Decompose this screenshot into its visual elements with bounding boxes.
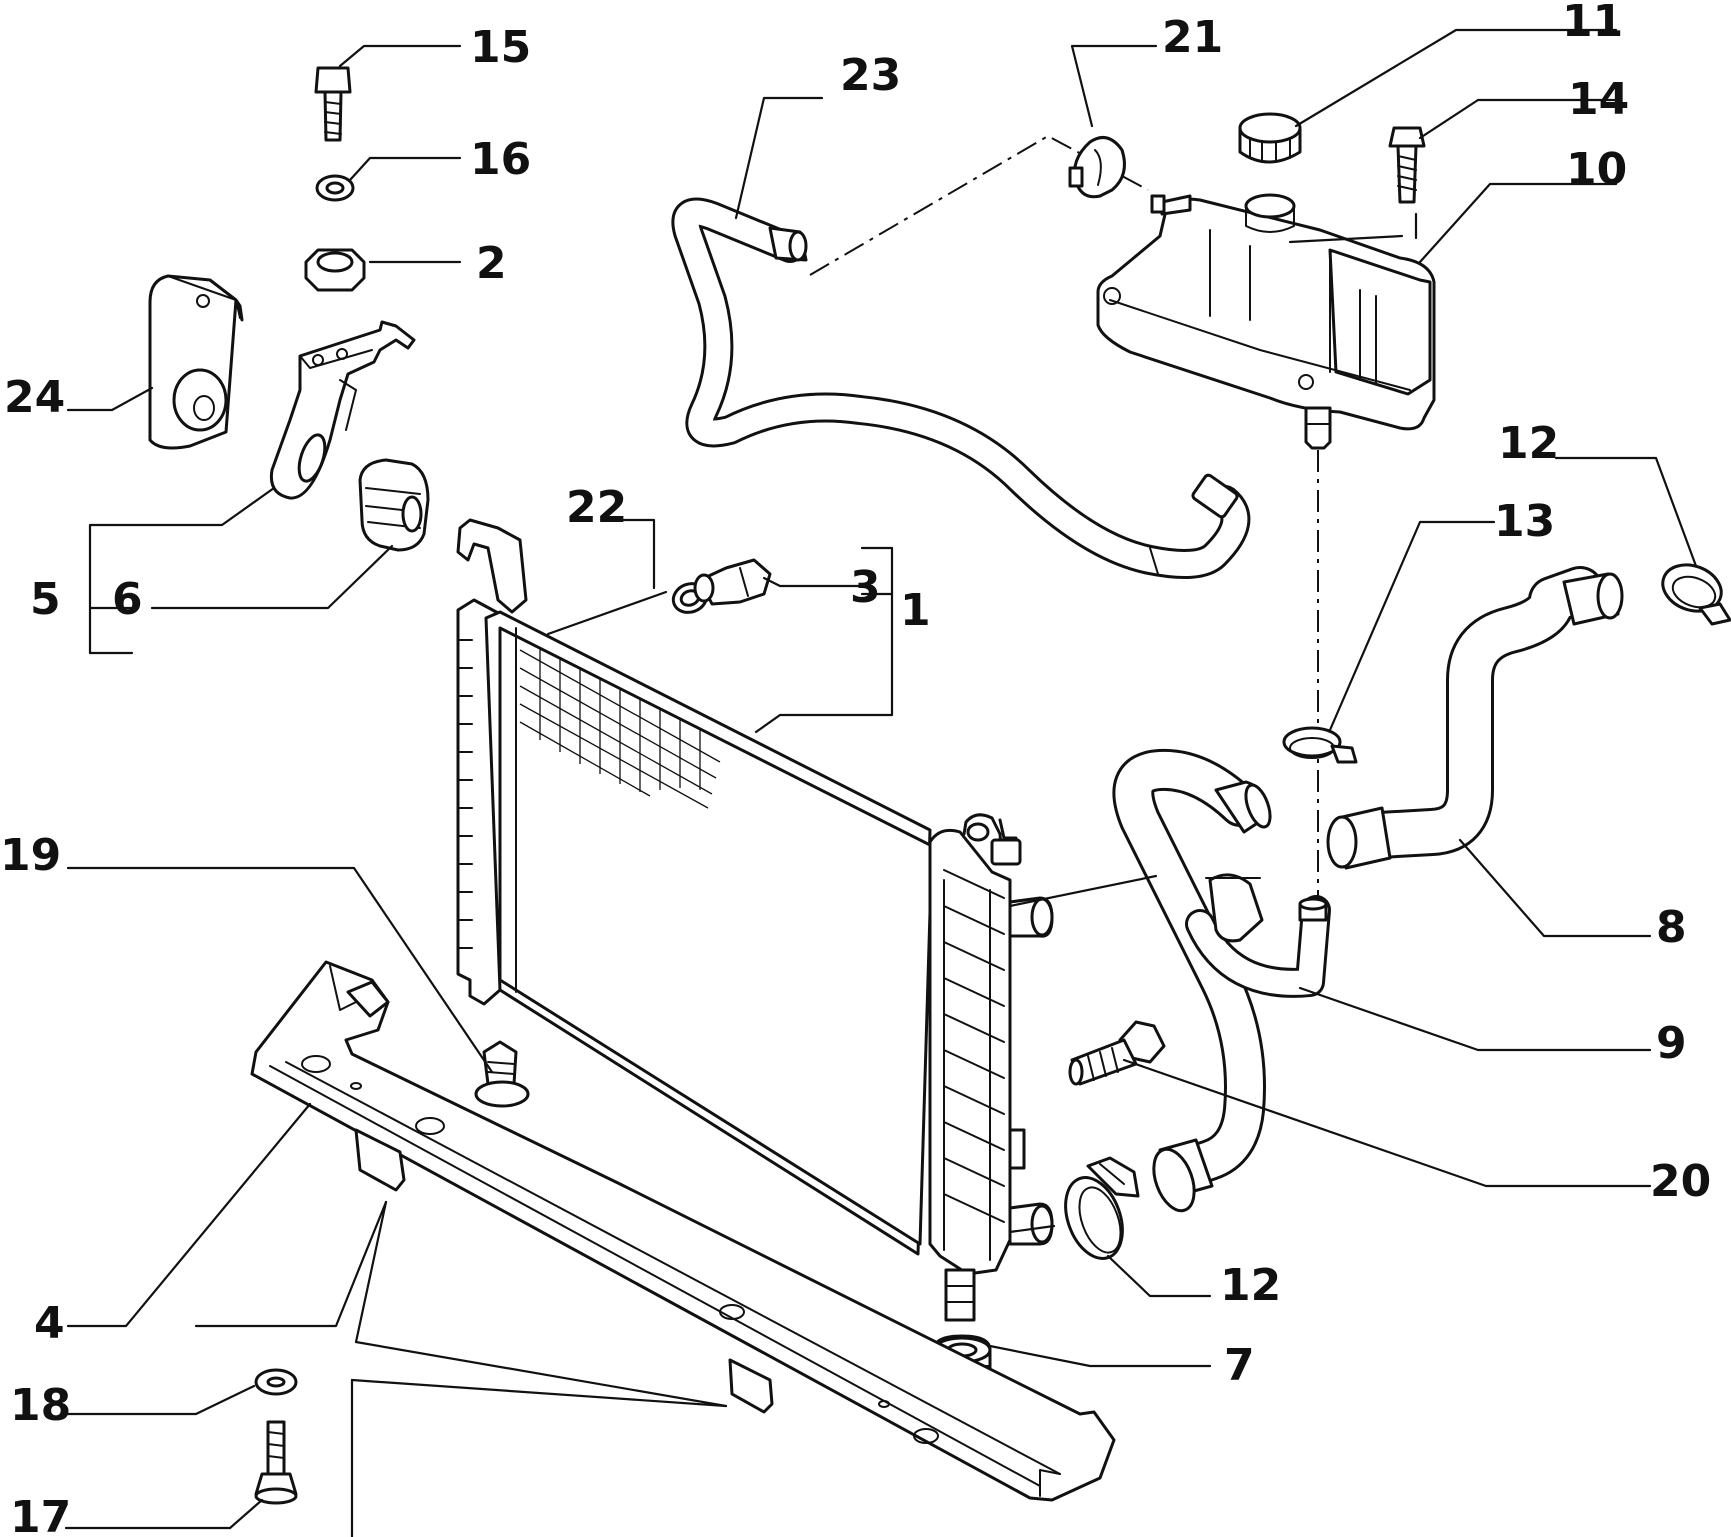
leader-lines bbox=[64, 28, 1698, 1537]
part-bracket-assembly bbox=[269, 320, 416, 500]
part-tank-cap bbox=[1238, 112, 1302, 164]
part-expansion-tank bbox=[1096, 193, 1436, 450]
callout-12-bottom: 12 bbox=[1220, 1260, 1281, 1311]
callout-4: 4 bbox=[34, 1298, 65, 1349]
callout-17: 17 bbox=[10, 1492, 71, 1537]
part-hose-clamp-top bbox=[1661, 563, 1731, 626]
callout-15: 15 bbox=[470, 22, 531, 73]
callout-3: 3 bbox=[850, 562, 881, 613]
callout-16: 16 bbox=[470, 134, 531, 185]
callout-1: 1 bbox=[900, 585, 931, 636]
part-washer-bottom bbox=[254, 1368, 298, 1396]
callout-7: 7 bbox=[1224, 1340, 1255, 1391]
callout-11: 11 bbox=[1562, 0, 1623, 47]
callout-2: 2 bbox=[476, 238, 507, 289]
callout-21: 21 bbox=[1162, 12, 1223, 63]
callout-8: 8 bbox=[1656, 902, 1687, 953]
part-push-pin bbox=[474, 1040, 530, 1108]
callout-12-top: 12 bbox=[1498, 418, 1559, 469]
part-washer-top bbox=[315, 174, 355, 202]
callout-20: 20 bbox=[1650, 1156, 1711, 1207]
part-tank-screw bbox=[1388, 126, 1426, 204]
callout-9: 9 bbox=[1656, 1018, 1687, 1069]
part-side-bracket bbox=[148, 274, 244, 450]
part-nut bbox=[304, 248, 366, 292]
callout-23: 23 bbox=[840, 50, 901, 101]
part-small-clamp bbox=[1282, 726, 1358, 764]
part-radiator bbox=[456, 518, 1054, 1322]
callout-18: 18 bbox=[10, 1380, 71, 1431]
callout-22: 22 bbox=[566, 482, 627, 533]
callout-19: 19 bbox=[0, 830, 61, 881]
part-side-bolt bbox=[1068, 1020, 1166, 1086]
callout-10: 10 bbox=[1566, 144, 1627, 195]
part-lower-crossmember bbox=[250, 960, 1116, 1502]
callout-24: 24 bbox=[4, 372, 65, 423]
callout-13: 13 bbox=[1494, 496, 1555, 547]
part-drain-plug bbox=[693, 558, 772, 606]
part-bleed-hose bbox=[671, 197, 1251, 579]
part-rubber-mount bbox=[358, 458, 430, 552]
callout-5: 5 bbox=[30, 574, 61, 625]
part-upper-hose bbox=[1326, 566, 1624, 870]
part-bottom-bolt bbox=[254, 1420, 298, 1505]
part-lower-hose bbox=[1112, 748, 1331, 1213]
callout-6: 6 bbox=[112, 574, 143, 625]
part-hose-clamp-bottom bbox=[1064, 1156, 1140, 1260]
callout-14: 14 bbox=[1568, 74, 1629, 125]
part-hose-clip bbox=[1068, 136, 1126, 199]
part-top-bolt bbox=[314, 66, 352, 142]
